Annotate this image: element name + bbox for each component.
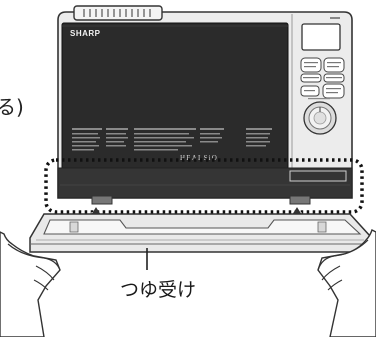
door-logo: HEALSiO (180, 154, 218, 162)
lower-front-panel (57, 167, 353, 199)
oven-foot-right (289, 195, 311, 205)
drip-tray (29, 213, 371, 253)
right-hand (317, 229, 376, 337)
door-glass (61, 22, 289, 176)
control-button (323, 57, 345, 73)
partial-instruction-text: る) (0, 95, 24, 119)
door-printed-guide (72, 128, 272, 151)
microwave-oven: SHARP (57, 5, 353, 205)
oven-foot-left (91, 195, 113, 205)
brand-logo: SHARP (70, 29, 101, 38)
top-vent-handle (73, 5, 163, 21)
control-button (322, 83, 345, 99)
left-hand (0, 231, 61, 337)
drip-tray-label: つゆ受け (120, 279, 196, 301)
display-window (301, 23, 341, 51)
vent-slots (83, 9, 151, 17)
control-button (300, 57, 322, 73)
dial-knob (303, 101, 337, 135)
